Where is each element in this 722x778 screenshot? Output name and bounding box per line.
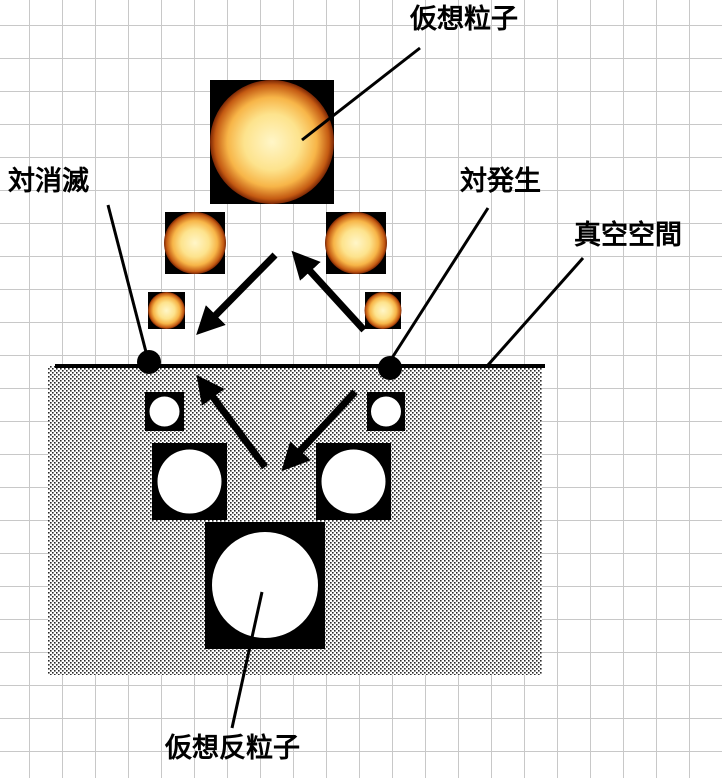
arrow-up-left-upper [291, 250, 367, 333]
arrow-up-left-lower [196, 374, 268, 470]
leader-annihilation [106, 204, 148, 353]
virtual-antiparticle-medium-left [152, 443, 227, 520]
leader-vacuum-space [486, 257, 585, 366]
leader-virtual-particle [301, 46, 421, 142]
pair-creation-point [378, 356, 402, 380]
label-vacuum-space: 真空空間 [574, 220, 682, 251]
arrow-down-left-lower [281, 389, 358, 472]
virtual-particle-small-right [364, 292, 402, 329]
arrow-down-left-upper [196, 252, 278, 335]
virtual-antiparticle-medium-right [316, 443, 391, 520]
virtual-particle-small-left [148, 292, 185, 329]
label-pair-annihilation: 対消滅 [8, 166, 89, 197]
label-virtual-antiparticle: 仮想反粒子 [165, 733, 300, 764]
virtual-particle-large [210, 80, 334, 204]
leader-pair-creation [390, 207, 490, 359]
label-pair-creation: 対発生 [460, 166, 541, 197]
annihilation-point [137, 350, 161, 374]
virtual-antiparticle-large [205, 522, 325, 649]
label-virtual-particle: 仮想粒子 [410, 4, 518, 35]
virtual-antiparticle-small-left [145, 392, 184, 431]
leader-virtual-antiparticle [230, 591, 264, 729]
virtual-particle-medium-left [164, 212, 226, 274]
virtual-antiparticle-small-right [367, 392, 405, 431]
virtual-particle-medium-right [325, 212, 387, 274]
